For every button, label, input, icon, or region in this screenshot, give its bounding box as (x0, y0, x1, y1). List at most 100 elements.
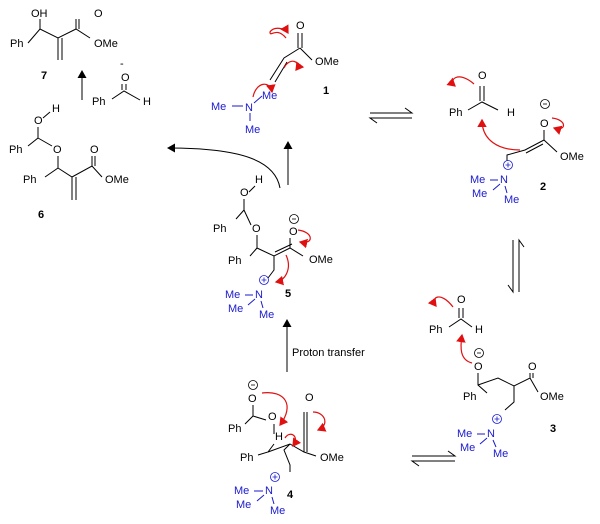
methyl-label: Me (225, 289, 240, 301)
compound-1: O OMe 1 Me Me N Me (211, 20, 339, 136)
hydroxyl-label: OH (31, 8, 48, 20)
curly-arrow (446, 76, 475, 87)
aldehyde-oxygen-label: O (478, 70, 487, 82)
minus-label: - (120, 58, 124, 70)
curly-arrow (261, 392, 289, 426)
methyl-label: Me (270, 505, 285, 517)
ammonium-nitrogen-label: N (265, 485, 273, 497)
carbonyl-oxygen-label: O (94, 8, 103, 20)
methoxy-label: OMe (315, 56, 339, 68)
curly-arrow (269, 24, 289, 39)
methyl-label: Me (472, 188, 487, 200)
phenyl-label: Ph (240, 452, 253, 464)
curly-arrow (456, 333, 473, 364)
amine-bond (232, 95, 263, 121)
bond (269, 33, 313, 83)
methyl-label: Me (262, 90, 277, 102)
carbonyl-oxygen-label: O (528, 361, 537, 373)
phenyl-label: Ph (449, 107, 462, 119)
curly-arrow (427, 296, 454, 308)
curly-arrow (477, 118, 521, 151)
enolate-oxygen-label: O (289, 226, 298, 238)
phenyl-label: Ph (92, 96, 105, 108)
methyl-label: Me (504, 194, 519, 206)
methyl-label: Me (234, 485, 249, 497)
methoxy-label: OMe (309, 254, 333, 266)
bond (467, 86, 499, 111)
curly-arrow (252, 83, 276, 98)
phenyl-label: Ph (23, 174, 36, 186)
hydroxyl-h-label: H (52, 103, 60, 115)
compound-number-5: 5 (285, 288, 291, 300)
hydroxyl-h-label: H (255, 174, 263, 186)
phenyl-label: Ph (463, 391, 476, 403)
compound-2: O Ph H O OMe 2 Me N Me Me (446, 70, 584, 206)
methoxy-label: OMe (540, 391, 564, 403)
amine-bond (245, 294, 264, 309)
ammonium-nitrogen-label: N (255, 289, 263, 301)
compound-number-1: 1 (323, 85, 329, 97)
ammonium-nitrogen-label: N (500, 174, 508, 186)
bond (111, 84, 141, 101)
bond (244, 405, 317, 472)
compound-4: O Ph O O H Ph OMe 4 Me N Me Me (228, 380, 344, 517)
compound-3: O Ph H O O Ph OMe 3 Me N Me Me (427, 294, 564, 460)
ether-oxygen-label: O (53, 144, 62, 156)
benzaldehyde-byproduct: - O Ph H (92, 58, 151, 108)
alkoxide-oxygen-label: O (248, 393, 257, 405)
aldehyde-h-label: H (143, 96, 151, 108)
compound-number-4: 4 (287, 489, 294, 501)
methoxy-label: OMe (94, 38, 118, 50)
methyl-label: Me (245, 124, 260, 136)
methyl-label: Me (460, 442, 475, 454)
compound-7: OH O Ph OMe 7 (10, 8, 118, 82)
reaction-arrow-5-to-6 (167, 143, 281, 189)
amine-bond (490, 179, 508, 194)
bond (27, 19, 91, 60)
aldehyde-h-label: H (475, 324, 483, 336)
equilibrium-arrow-3-4 (410, 450, 457, 467)
ether-oxygen-label: O (252, 223, 261, 235)
methyl-label: Me (211, 101, 226, 113)
methoxy-label: OMe (560, 151, 584, 163)
methoxy-label: OMe (320, 452, 344, 464)
curly-arrow (274, 254, 289, 286)
hemiacetal-oxygen-label: O (240, 187, 249, 199)
equilibrium-arrow-1-2 (368, 107, 414, 124)
phenyl-label: Ph (429, 324, 442, 336)
ammonium-nitrogen-label: N (487, 428, 495, 440)
compound-number-2: 2 (540, 181, 546, 193)
carbonyl-oxygen-label: O (305, 392, 314, 404)
phenyl-label: Ph (10, 38, 23, 50)
aldehyde-h-label: H (507, 107, 515, 119)
compound-number-3: 3 (550, 423, 556, 435)
methyl-label: Me (493, 448, 508, 460)
enolate-oxygen-label: O (540, 118, 549, 130)
carbonyl-oxygen-label: O (90, 144, 99, 156)
bond (235, 185, 304, 279)
compound-number-6: 6 (38, 209, 44, 221)
compound-5: O H Ph O O Ph OMe 5 Me N Me Me (213, 174, 333, 321)
proton-transfer-label: Proton transfer (292, 347, 365, 359)
amine-bond (254, 490, 275, 505)
equilibrium-arrow-2-3 (507, 238, 525, 294)
bond (506, 130, 558, 168)
phenyl-label: Ph (213, 223, 226, 235)
hemiacetal-oxygen-label: O (34, 115, 43, 127)
alkoxide-oxygen-label: O (474, 361, 483, 373)
methyl-label: Me (236, 499, 251, 511)
curly-arrow (551, 117, 565, 135)
methoxy-label: OMe (105, 174, 129, 186)
phenyl-label: Ph (9, 144, 22, 156)
methyl-label: Me (228, 303, 243, 315)
carbonyl-oxygen-label: O (296, 20, 305, 32)
methyl-label: Me (457, 428, 472, 440)
curly-arrow (297, 229, 311, 249)
amine-bond (477, 433, 497, 448)
phenyl-label: Ph (228, 423, 241, 435)
ether-oxygen-label: O (268, 411, 277, 423)
curly-arrow (284, 433, 302, 447)
amine-nitrogen-label: N (245, 102, 253, 114)
bond (477, 373, 539, 411)
